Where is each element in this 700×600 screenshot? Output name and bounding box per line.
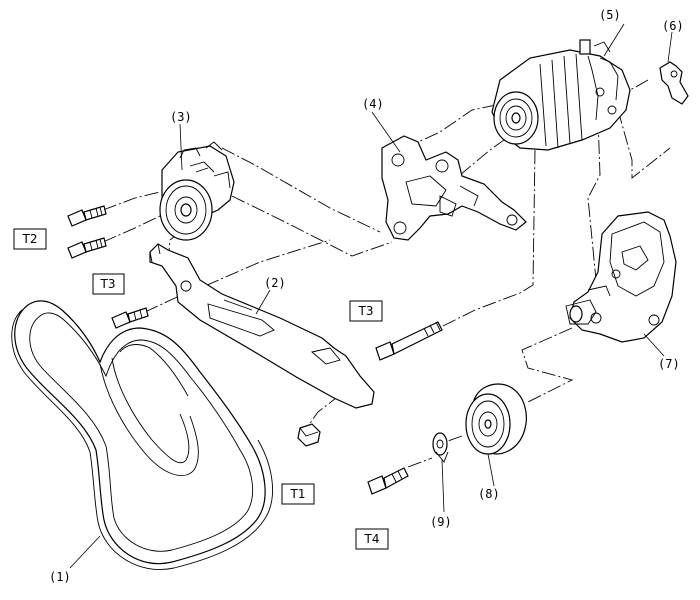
callout-5: (5): [599, 8, 621, 22]
belt-cover: [149, 243, 375, 409]
torque-box-t2: T2: [13, 228, 47, 250]
callout-3: (3): [170, 110, 192, 124]
idler-bracket: [565, 211, 677, 343]
serpentine-belt: [11, 300, 273, 570]
bolt-t4: [367, 467, 409, 495]
callout-8: (8): [478, 487, 500, 501]
torque-box-t4: T4: [355, 528, 389, 550]
callout-2: (2): [264, 276, 286, 290]
svg-text:T3: T3: [358, 304, 374, 318]
callout-7: (7): [658, 357, 680, 371]
callout-labels: (1) (2) (3) (4) (5) (6) (7) (8) (9): [49, 8, 684, 584]
callout-leaders: [69, 23, 673, 569]
svg-text:T2: T2: [22, 232, 38, 246]
svg-text:T3: T3: [100, 277, 116, 291]
callout-1: (1): [49, 570, 71, 584]
washer: [432, 432, 449, 463]
idler-pulley: [465, 383, 527, 455]
callout-6: (6): [662, 19, 684, 33]
bolts: [67, 205, 443, 495]
mounting-bracket: [381, 135, 527, 241]
torque-box-t3-long: T3: [349, 300, 383, 322]
svg-text:T1: T1: [290, 487, 306, 501]
callout-4: (4): [362, 97, 384, 111]
bolt-t2-upper: [67, 205, 107, 227]
bolt-t2-lower: [67, 237, 107, 259]
bolt-t1: [297, 423, 321, 447]
torque-box-t1: T1: [281, 483, 315, 505]
assembly-lines: [102, 79, 671, 468]
svg-text:T4: T4: [364, 532, 380, 546]
belt-tensioner: [159, 141, 235, 241]
torque-box-t3-short: T3: [92, 273, 125, 295]
torque-labels: T2 T3 T3 T1 T4: [13, 228, 389, 550]
alternator-small-bracket: [659, 61, 689, 105]
callout-9: (9): [430, 515, 452, 529]
bolt-t3-long: [375, 321, 443, 361]
bolt-t3-short: [111, 307, 149, 329]
alternator: [491, 39, 631, 151]
